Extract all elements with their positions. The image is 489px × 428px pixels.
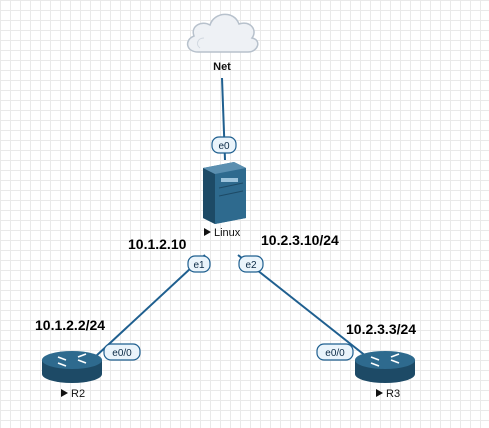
svg-text:e0/0: e0/0: [112, 348, 132, 359]
ip-label-linux-e1: 10.1.2.10: [128, 236, 187, 252]
interface-badge-r2-e00[interactable]: e0/0: [103, 343, 141, 361]
cloud-icon: [186, 13, 259, 53]
interface-badge-linux-e2[interactable]: e2: [238, 255, 264, 273]
node-net[interactable]: Net: [186, 13, 259, 73]
router-icon: [355, 351, 415, 383]
play-icon: [204, 228, 211, 236]
server-icon: [203, 162, 246, 224]
play-icon: [376, 389, 383, 397]
node-label-net: Net: [213, 61, 231, 73]
ip-label-linux-e2: 10.2.3.10/24: [261, 232, 339, 248]
node-r3[interactable]: R3: [355, 351, 415, 400]
interface-badge-r3-e00[interactable]: e0/0: [316, 343, 354, 361]
node-linux[interactable]: Linux: [203, 162, 246, 239]
interface-badge-linux-e1[interactable]: e1: [187, 255, 211, 273]
node-label-r2: R2: [71, 388, 85, 400]
svg-text:e2: e2: [245, 260, 257, 271]
svg-text:e0: e0: [218, 141, 230, 152]
node-label-linux: Linux: [214, 227, 241, 239]
interface-badge-linux-e0[interactable]: e0: [211, 136, 237, 154]
play-icon: [61, 389, 68, 397]
ip-label-r2: 10.1.2.2/24: [35, 317, 105, 333]
svg-text:e0/0: e0/0: [325, 348, 345, 359]
node-label-r3: R3: [386, 388, 400, 400]
link-linux-r3[interactable]: [237, 254, 382, 369]
svg-text:e1: e1: [193, 260, 205, 271]
router-icon: [42, 351, 102, 383]
ip-label-r3: 10.2.3.3/24: [346, 321, 416, 337]
node-r2[interactable]: R2: [42, 351, 102, 400]
